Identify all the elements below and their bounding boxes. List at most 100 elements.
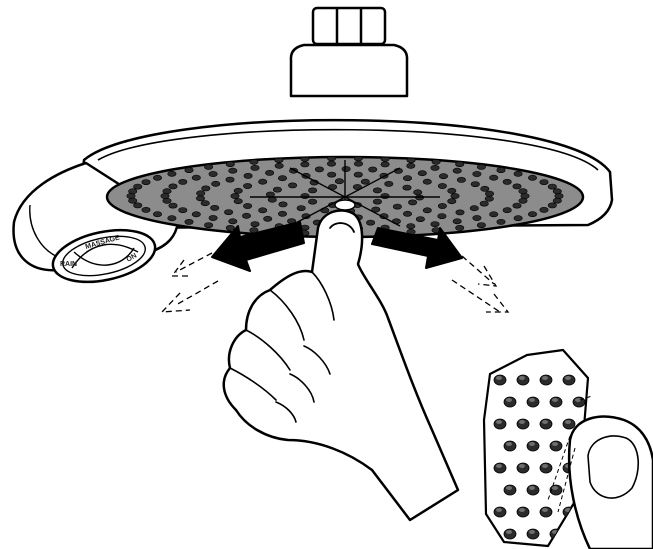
nozzle	[192, 175, 200, 180]
nozzle	[423, 208, 431, 213]
nozzle	[185, 219, 193, 224]
nozzle	[369, 167, 377, 172]
nozzle	[278, 211, 286, 216]
nozzle	[278, 176, 286, 181]
nozzle	[553, 198, 561, 203]
inset-nozzle	[550, 397, 562, 407]
nozzle	[209, 171, 217, 176]
nozzle	[477, 223, 485, 228]
nozzle	[438, 203, 446, 208]
nozzle	[373, 188, 381, 193]
nozzle	[273, 187, 281, 192]
nozzle	[453, 168, 461, 173]
nozzle	[548, 203, 556, 208]
nozzle	[197, 191, 205, 196]
nozzle	[438, 183, 446, 188]
inset-nozzle	[517, 375, 529, 385]
nozzle	[519, 189, 527, 194]
inset-nozzle	[540, 419, 552, 429]
nozzle	[553, 189, 561, 194]
nozzle	[202, 186, 210, 191]
nozzle	[473, 215, 481, 220]
nozzle	[514, 216, 522, 221]
inset-nozzle	[494, 463, 506, 473]
nozzle	[514, 171, 522, 176]
nozzle	[407, 224, 415, 229]
nozzle	[315, 167, 323, 172]
nozzle	[129, 198, 137, 203]
nozzle	[242, 213, 250, 218]
nozzle	[528, 175, 536, 180]
nozzle	[481, 186, 489, 191]
nozzle	[448, 188, 456, 193]
nozzle	[327, 161, 335, 166]
nozzle	[471, 182, 479, 187]
nozzle	[497, 168, 505, 173]
nozzle	[473, 171, 481, 176]
inset-nozzle	[527, 397, 539, 407]
nozzle	[204, 223, 212, 228]
connector-nut-icon	[291, 8, 407, 96]
nozzle	[279, 202, 287, 207]
nozzle	[490, 175, 498, 180]
nozzle	[301, 162, 309, 167]
nozzle	[251, 222, 259, 227]
nozzle	[366, 220, 374, 225]
nozzle	[201, 201, 209, 206]
nozzle	[243, 183, 251, 188]
nozzle	[127, 193, 135, 198]
inset-nozzle	[527, 485, 539, 495]
nozzle	[513, 184, 521, 189]
nozzle	[431, 222, 439, 227]
nozzle	[480, 201, 488, 206]
nozzle	[204, 164, 212, 169]
nozzle	[308, 188, 316, 193]
nozzle	[381, 162, 389, 167]
nozzle	[381, 193, 389, 198]
nozzle	[185, 168, 193, 173]
nozzle	[226, 177, 234, 182]
nozzle	[275, 163, 283, 168]
dial-label-rain: RAIN	[60, 261, 77, 268]
nozzle	[168, 171, 176, 176]
nozzle	[490, 212, 498, 217]
nozzle	[431, 165, 439, 170]
left-dashed-arrows	[162, 253, 218, 312]
nozzle	[528, 212, 536, 217]
nozzle	[179, 208, 187, 213]
nozzle	[168, 216, 176, 221]
nozzle	[288, 183, 296, 188]
nozzle	[212, 181, 220, 186]
nozzle	[519, 198, 527, 203]
nozzle	[265, 170, 273, 175]
nozzle	[153, 212, 161, 217]
inset-nozzle	[550, 441, 562, 451]
nozzle	[497, 219, 505, 224]
inset-nozzle	[527, 529, 539, 539]
nozzle	[335, 179, 343, 184]
nozzle	[439, 174, 447, 179]
nozzle	[451, 193, 459, 198]
nozzle	[243, 203, 251, 208]
nozzle	[418, 171, 426, 176]
inset-nozzle	[494, 419, 506, 429]
nozzle	[169, 203, 177, 208]
nozzle	[403, 211, 411, 216]
inset-nozzle	[504, 397, 516, 407]
inset-nozzle	[504, 529, 516, 539]
inset-nozzle	[494, 507, 506, 517]
nozzle	[229, 219, 237, 224]
nozzle	[503, 208, 511, 213]
nozzle	[540, 207, 548, 212]
nozzle	[259, 179, 267, 184]
inset-nozzle	[527, 441, 539, 451]
nozzle	[448, 199, 456, 204]
nozzle	[169, 184, 177, 189]
nozzle	[226, 225, 234, 230]
nozzle	[342, 166, 350, 171]
nozzle	[308, 199, 316, 204]
nozzle	[161, 193, 169, 198]
inset-nozzle	[517, 507, 529, 517]
nozzle	[423, 179, 431, 184]
